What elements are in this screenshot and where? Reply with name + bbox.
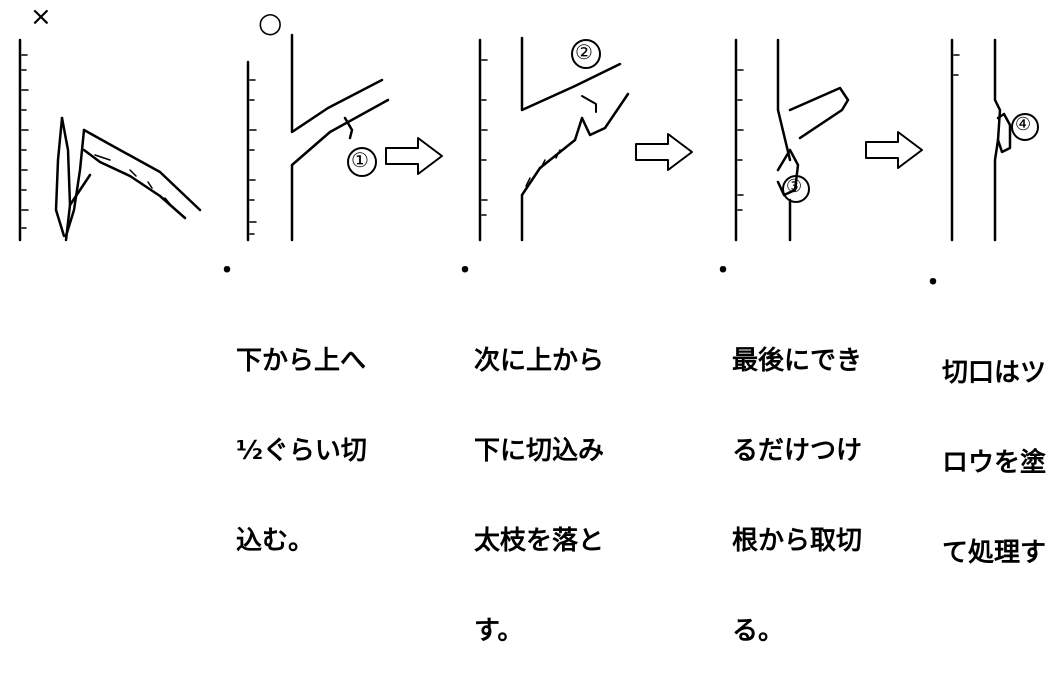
panel-5-sealed-drawing bbox=[950, 38, 1039, 242]
panel-3-second-cut-drawing bbox=[478, 36, 630, 242]
step-3-badge: ③ bbox=[786, 176, 803, 197]
caption-line: 込む。 bbox=[236, 526, 315, 556]
wrong-mark-icon: × bbox=[30, 2, 52, 32]
caption-panel-2: ・ 下から上へ ½ぐらい切 込む。 bbox=[214, 256, 367, 586]
caption-panel-5: ・ 切口はツ ロウを塗 て処理す bbox=[920, 268, 1047, 598]
caption-bullet: ・ bbox=[710, 256, 737, 286]
caption-line: て処理す bbox=[942, 538, 1047, 568]
caption-panel-4: ・ 最後にでき るだけつけ 根から取切 る。 bbox=[710, 256, 863, 676]
caption-line: 最後にでき bbox=[732, 346, 863, 376]
step-2-badge: ② bbox=[575, 40, 593, 64]
pruning-diagram: × ○ ① ② ③ ④ ・ 下から上へ ½ぐらい切 込む。 ・ 次に上から 下に… bbox=[18, 2, 1046, 646]
caption-bullet: ・ bbox=[214, 256, 241, 286]
caption-line: 切口はツ bbox=[942, 358, 1047, 388]
arrow-3 bbox=[865, 131, 923, 169]
correct-mark-icon: ○ bbox=[258, 6, 283, 39]
diagram-drawing bbox=[18, 33, 1039, 242]
panel-2-first-cut-drawing bbox=[246, 33, 390, 242]
caption-line: るだけつけ bbox=[732, 436, 863, 466]
caption-line: す。 bbox=[474, 616, 524, 646]
caption-line: 根から取切 bbox=[732, 526, 863, 556]
step-4-badge: ④ bbox=[1015, 114, 1032, 135]
arrow-1 bbox=[385, 137, 443, 175]
arrow-2 bbox=[635, 133, 693, 171]
caption-bullet: ・ bbox=[920, 268, 947, 298]
caption-bullet: ・ bbox=[452, 256, 479, 286]
caption-line: 下から上へ bbox=[236, 346, 367, 376]
caption-line: 太枝を落と bbox=[474, 526, 605, 556]
caption-line: 下に切込み bbox=[474, 436, 605, 466]
panel-1-wrong-cut-drawing bbox=[18, 38, 202, 242]
caption-line: ロウを塗 bbox=[942, 448, 1047, 478]
caption-panel-3: ・ 次に上から 下に切込み 太枝を落と す。 bbox=[452, 256, 605, 676]
step-1-badge: ① bbox=[351, 148, 369, 172]
caption-line: 次に上から bbox=[474, 346, 605, 376]
caption-line: る。 bbox=[732, 616, 785, 646]
caption-line: ½ぐらい切 bbox=[236, 436, 367, 466]
panel-4-final-cut-drawing bbox=[734, 38, 850, 242]
